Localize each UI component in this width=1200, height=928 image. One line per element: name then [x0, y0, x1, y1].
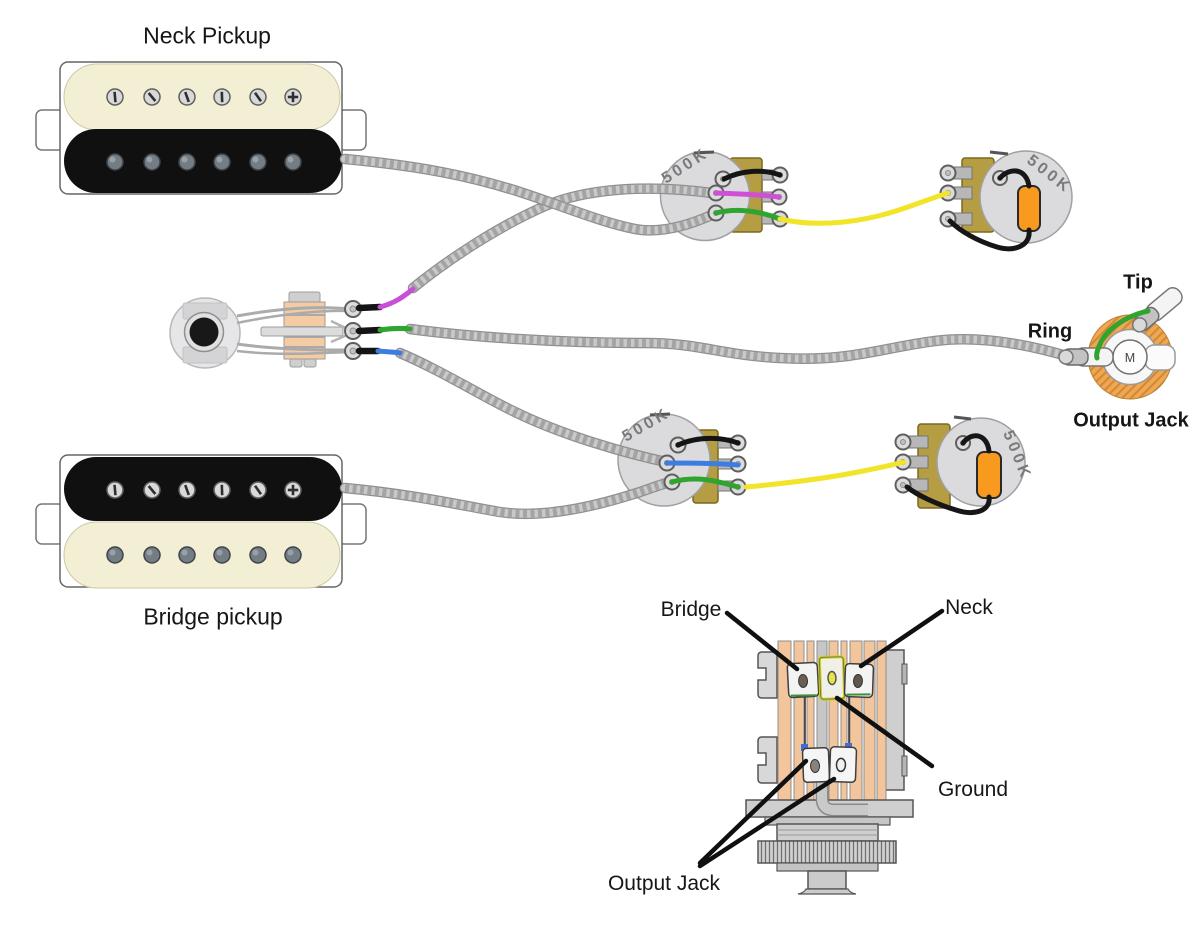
purple-wire-neck	[377, 286, 416, 310]
switch-ground-label: Ground	[937, 778, 1009, 801]
switch-detail-ground-lug	[817, 655, 847, 701]
braid-switch-to-output-jack	[410, 329, 1070, 359]
neck-pickup-label: Neck Pickup	[143, 22, 271, 49]
neck-pickup-screw-poles	[105, 84, 303, 110]
ring-label: Ring	[1027, 320, 1073, 343]
bridge-pickup-screw-poles	[105, 477, 303, 503]
hookup-wires	[355, 168, 1032, 515]
tip-lug	[1131, 287, 1183, 333]
neck-pickup	[35, 61, 367, 195]
bridge-pickup-black-coil	[64, 457, 342, 521]
bridge-tone-capacitor	[976, 451, 1002, 499]
blue-wire-bridge	[375, 348, 403, 356]
switch-detail-knurled-nut	[757, 840, 897, 864]
yellow-wire-bridge-tone	[743, 459, 907, 490]
output-jack-label: Output Jack	[1073, 409, 1189, 432]
braid-bridge-pickup-to-volume	[345, 482, 670, 514]
toggle-switch-middle-blade	[260, 326, 344, 337]
bridge-pickup-cream-coil	[63, 521, 341, 589]
green-wire-output	[377, 325, 413, 333]
neck-pickup-black-coil	[64, 129, 342, 193]
output-jack-notch	[1144, 344, 1176, 371]
toggle-switch	[169, 291, 353, 369]
yellow-wire-neck-tone	[777, 190, 951, 226]
braid-neck-pickup-to-volume	[345, 159, 714, 230]
output-jack: M	[1087, 314, 1176, 400]
switch-detail-pointer-lines	[697, 608, 945, 869]
bridge-pickup	[35, 454, 367, 589]
output-jack-lugs	[1058, 287, 1183, 367]
switch-bridge-label: Bridge	[660, 598, 722, 621]
neck-tone-pot: 500K	[949, 150, 1075, 244]
switch-neck-label: Neck	[945, 596, 993, 619]
neck-tone-capacitor	[1017, 185, 1041, 232]
bridge-pickup-label: Bridge pickup	[143, 603, 283, 630]
tip-label: Tip	[1123, 271, 1153, 294]
switch-detail-output-lug-right	[828, 745, 858, 784]
switch-output-jack-label: Output Jack	[607, 872, 721, 895]
bridge-tone-pot: 500K	[905, 415, 1035, 509]
toggle-switch-knob	[189, 317, 219, 347]
switch-detail-output-lug-left	[801, 746, 831, 784]
green-wire-to-tip	[1094, 308, 1151, 361]
switch-detail	[697, 608, 945, 895]
switch-detail-neck-lug	[843, 662, 875, 699]
output-jack-center-mark: M	[1125, 351, 1135, 365]
switch-detail-bridge-lug	[786, 661, 820, 699]
